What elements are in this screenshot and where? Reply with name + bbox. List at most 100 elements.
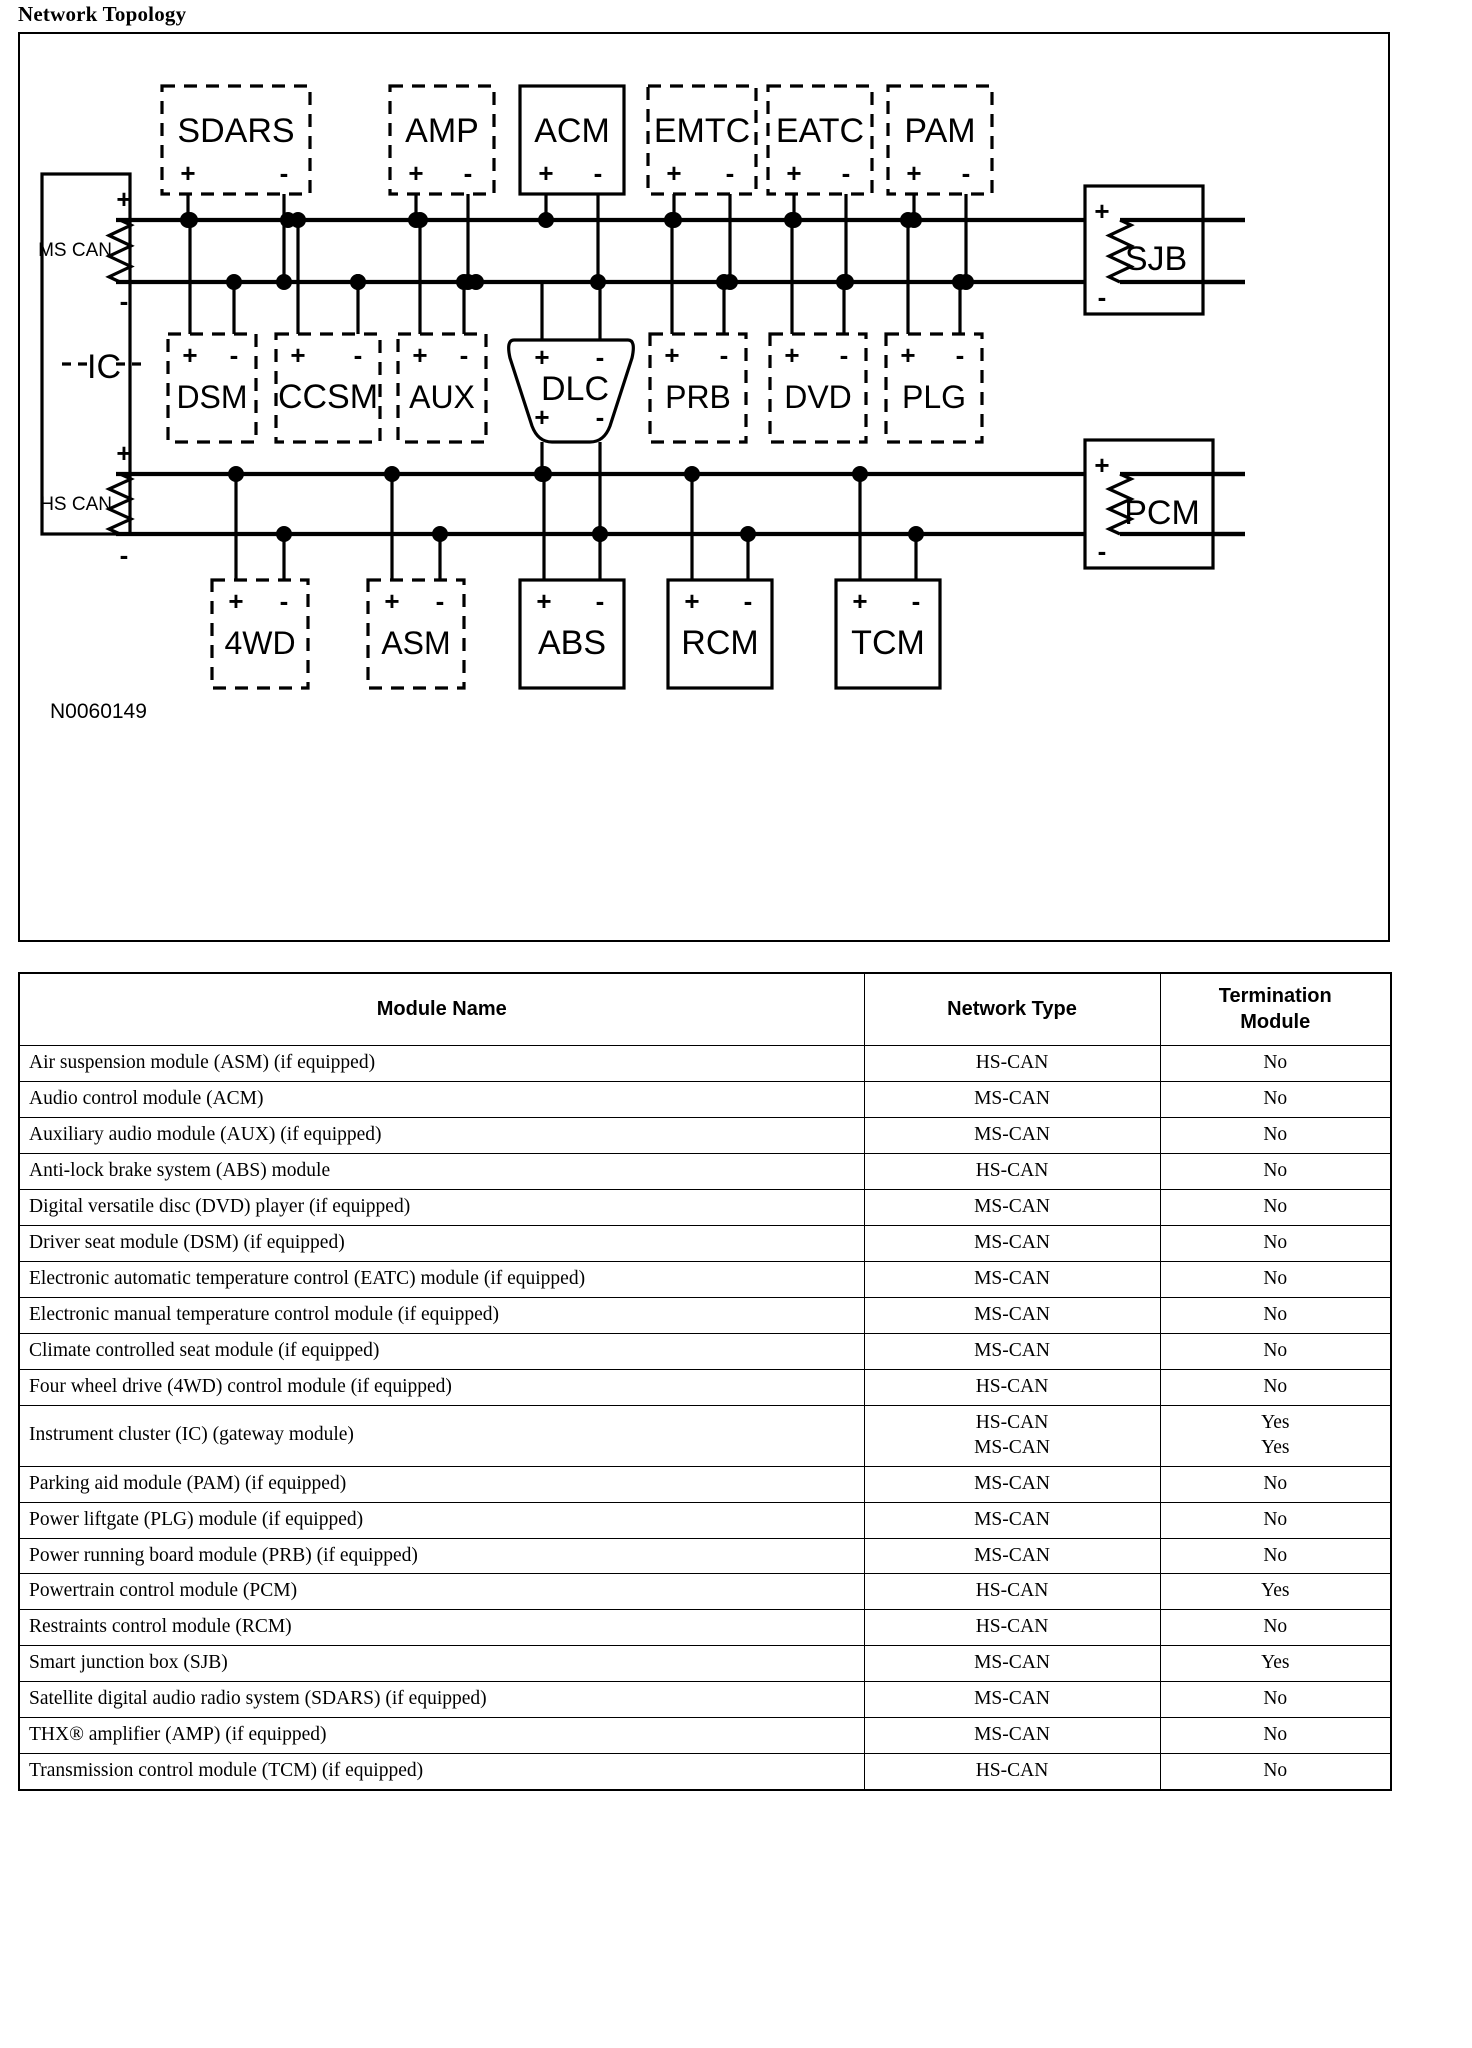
cell-module-name: Auxiliary audio module (AUX) (if equippe… [18,1117,865,1155]
module-label-4wd: 4WD [224,625,295,661]
module-box-plg[interactable] [884,332,984,444]
module-box-dlc[interactable] [507,338,635,444]
table-row: Instrument cluster (IC) (gateway module)… [18,1404,1392,1467]
module-box-tcm[interactable] [834,578,942,690]
cell-network-type: HS-CAN [863,1573,1161,1611]
hs-can-plus-sign: + [116,438,131,468]
table-row: THX® amplifier (AMP) (if equipped)MS-CAN… [18,1717,1392,1755]
module-pin-minus-aux: - [460,340,469,370]
module-box-dvd[interactable] [768,332,868,444]
module-box-asm[interactable] [366,578,466,690]
table-row: Air suspension module (ASM) (if equipped… [18,1045,1392,1083]
module-pin-minus-dlc-bottom: - [596,402,605,432]
module-pin-plus-dsm: + [182,340,197,370]
bus-node [536,466,552,482]
module-box-emtc[interactable] [646,84,758,196]
table-row: Power liftgate (PLG) module (if equipped… [18,1501,1392,1539]
bus-node [784,212,800,228]
cell-termination-module: No [1159,1681,1392,1719]
pcm-pin-minus: - [1098,536,1107,566]
topology-canvas: IC+-MS CAN+-HS CANSDARS+-AMP+-ACM+-EMTC+… [38,84,1245,723]
bus-node [716,274,732,290]
module-box-rcm[interactable] [666,578,774,690]
sjb-terminator-resistor [1105,218,1135,284]
cell-termination-module: No [1159,1045,1392,1083]
column-header-network-type: Network Type [863,972,1161,1047]
bus-node [900,212,916,228]
module-box-4wd[interactable] [210,578,310,690]
bus-node [836,274,852,290]
module-box-sdars[interactable] [160,84,312,196]
bus-tap-2 [468,274,484,290]
module-pin-plus-tcm: + [852,586,867,616]
hs-can-minus-sign: - [120,540,129,570]
cell-module-name: Smart junction box (SJB) [18,1645,865,1683]
module-pin-minus-acm: - [594,158,603,188]
cell-network-type: MS-CAN [863,1645,1161,1683]
module-label-pam: PAM [904,112,975,150]
module-box-abs[interactable] [518,578,626,690]
cell-network-type: HS-CAN [863,1753,1161,1791]
module-pin-minus-eatc: - [842,158,851,188]
module-pin-minus-4wd: - [280,586,289,616]
module-box-pcm[interactable] [1083,438,1215,570]
cell-network-type: MS-CAN [863,1332,1161,1370]
module-box-prb[interactable] [648,332,748,444]
module-box-ccsm[interactable] [274,332,382,444]
module-label-tcm: TCM [851,624,925,662]
module-pin-plus-plg: + [900,340,915,370]
cell-termination-module: No [1159,1609,1392,1647]
table-row: Electronic manual temperature control mo… [18,1296,1392,1334]
bus-node [684,466,700,482]
module-box-eatc[interactable] [766,84,874,196]
cell-termination-module: No [1159,1081,1392,1119]
module-pin-plus-aux: + [412,340,427,370]
cell-network-type: HS-CAN [863,1045,1161,1083]
module-pin-plus-dlc-top: + [534,342,549,372]
bus-node [538,212,554,228]
module-box-pam[interactable] [886,84,994,196]
cell-network-type: MS-CAN [863,1681,1161,1719]
hs-can-label: HS CAN [40,494,112,515]
cell-network-type: MS-CAN [863,1501,1161,1539]
diagram-id-label: N0060149 [50,700,147,723]
module-label-sdars: SDARS [177,112,294,150]
module-pin-plus-emtc: + [666,158,681,188]
cell-termination-module: No [1159,1260,1392,1298]
cell-network-type: HS-CAN [863,1368,1161,1406]
module-box-aux[interactable] [396,332,488,444]
cell-module-name: Anti-lock brake system (ABS) module [18,1153,865,1190]
cell-module-name: Restraints control module (RCM) [18,1609,865,1647]
module-pin-minus-dsm: - [230,340,239,370]
bus-node [432,526,448,542]
bus-node [384,466,400,482]
bus-tap-0 [280,212,296,228]
module-pin-minus-amp: - [464,158,473,188]
cell-module-name: Power running board module (PRB) (if equ… [18,1537,865,1575]
cell-module-name: Air suspension module (ASM) (if equipped… [18,1045,865,1083]
module-label-eatc: EATC [776,112,864,150]
module-box-dsm[interactable] [166,332,258,444]
module-pin-minus-abs: - [596,586,605,616]
module-pin-plus-eatc: + [786,158,801,188]
module-box-sjb[interactable] [1083,184,1205,316]
cell-termination-module: No [1159,1368,1392,1406]
module-pin-plus-ccsm: + [290,340,305,370]
module-pin-plus-4wd: + [228,586,243,616]
bus-node [740,526,756,542]
module-pin-plus-prb: + [664,340,679,370]
module-box-acm[interactable] [518,84,626,196]
bus-node [182,212,198,228]
bus-node [952,274,968,290]
table-row: Power running board module (PRB) (if equ… [18,1537,1392,1575]
module-pin-minus-pam: - [962,158,971,188]
module-pin-plus-pam: + [906,158,921,188]
module-pin-minus-tcm: - [912,586,921,616]
module-pin-plus-sdars: + [180,158,195,188]
module-box-amp[interactable] [388,84,496,196]
module-label-dlc: DLC [541,370,609,408]
